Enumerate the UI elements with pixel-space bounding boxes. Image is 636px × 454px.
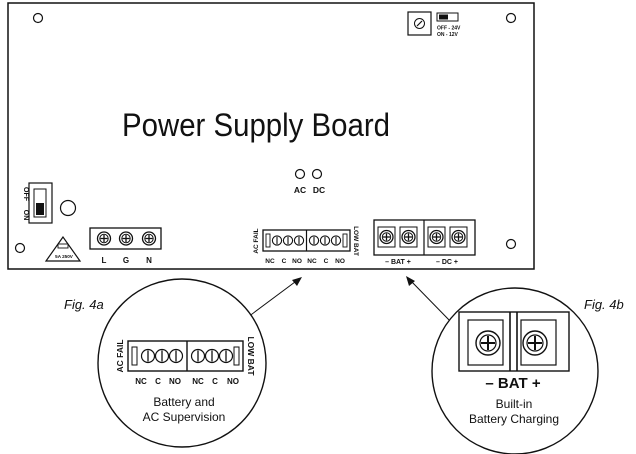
- voltage-select-switch: [407, 11, 459, 36]
- relay-contact-label: NO: [292, 258, 302, 265]
- fig-4a-label: Fig. 4a: [64, 297, 104, 312]
- power-switch: [28, 182, 53, 224]
- fig-4a-contact-label: NO: [227, 377, 239, 386]
- capacitor: [59, 199, 77, 217]
- mounting-hole: [32, 12, 44, 24]
- relay-contact-block: [262, 229, 351, 252]
- power-switch-on-label: ON: [22, 210, 29, 221]
- voltage-off-label: OFF - 24V: [437, 26, 461, 32]
- relay-contact-label: NO: [335, 258, 345, 265]
- fig-4a-low-bat-label: LOW BAT: [246, 336, 256, 376]
- relay-ac-fail-label: AC FAIL: [253, 228, 260, 253]
- fig-4a-caption-line1: Battery and: [153, 395, 214, 409]
- power-switch-off-label: OFF: [22, 187, 29, 202]
- fig-4a-contact-label: C: [212, 377, 218, 386]
- relay-low-bat-label: LOW BAT: [352, 226, 359, 256]
- fig-4b-caption-line2: Battery Charging: [469, 412, 559, 426]
- fig-4b-screw-head: [526, 334, 544, 352]
- led-dc: [311, 168, 323, 180]
- fig-4a-caption-line2: AC Supervision: [143, 410, 226, 424]
- fig-4a-ac-fail-label: AC FAIL: [115, 339, 125, 372]
- terminal-label-n: N: [146, 256, 152, 265]
- relay-contact-label: NC: [307, 258, 317, 265]
- power-supply-board: OFF - 24V ON - 12V Power Supply Board AC…: [7, 2, 535, 270]
- power-terminal-block: [373, 219, 476, 256]
- terminal-label-l: L: [102, 256, 107, 265]
- fig-4b-bat-label: – BAT +: [485, 375, 540, 392]
- dc-terminal-label: – DC +: [436, 259, 458, 266]
- fig-4a-contact-label: NO: [169, 377, 181, 386]
- mounting-hole: [14, 242, 26, 254]
- mounting-hole: [505, 12, 517, 24]
- fig-4b-label: Fig. 4b: [584, 297, 624, 312]
- bat-terminal-label: – BAT +: [385, 259, 411, 266]
- led-ac: [294, 168, 306, 180]
- board-title: Power Supply Board: [122, 107, 390, 143]
- fig-4b-detail: [431, 287, 599, 454]
- relay-contact-label: NC: [265, 258, 275, 265]
- callout-arrow-4b: [406, 276, 453, 324]
- mounting-hole: [505, 238, 517, 250]
- led-ac-label: AC: [294, 185, 306, 195]
- relay-contact-label: C: [282, 258, 287, 265]
- voltage-on-label: ON - 12V: [437, 32, 459, 38]
- relay-contact-label: C: [324, 258, 329, 265]
- terminal-label-g: G: [123, 256, 129, 265]
- fig-4b-caption-line1: Built-in: [496, 397, 533, 411]
- fig-4b-screw-head: [479, 334, 497, 352]
- led-dc-label: DC: [313, 185, 325, 195]
- fig-4a-contact-label: C: [155, 377, 161, 386]
- fig-4a-contact-label: NC: [192, 377, 204, 386]
- fig-4a-detail: [97, 278, 267, 448]
- fuse-warning-triangle: [44, 235, 82, 262]
- ac-input-terminal-block: [89, 227, 162, 250]
- fuse-rating-label: 5A 250V: [55, 254, 74, 259]
- fig-4a-contact-label: NC: [135, 377, 147, 386]
